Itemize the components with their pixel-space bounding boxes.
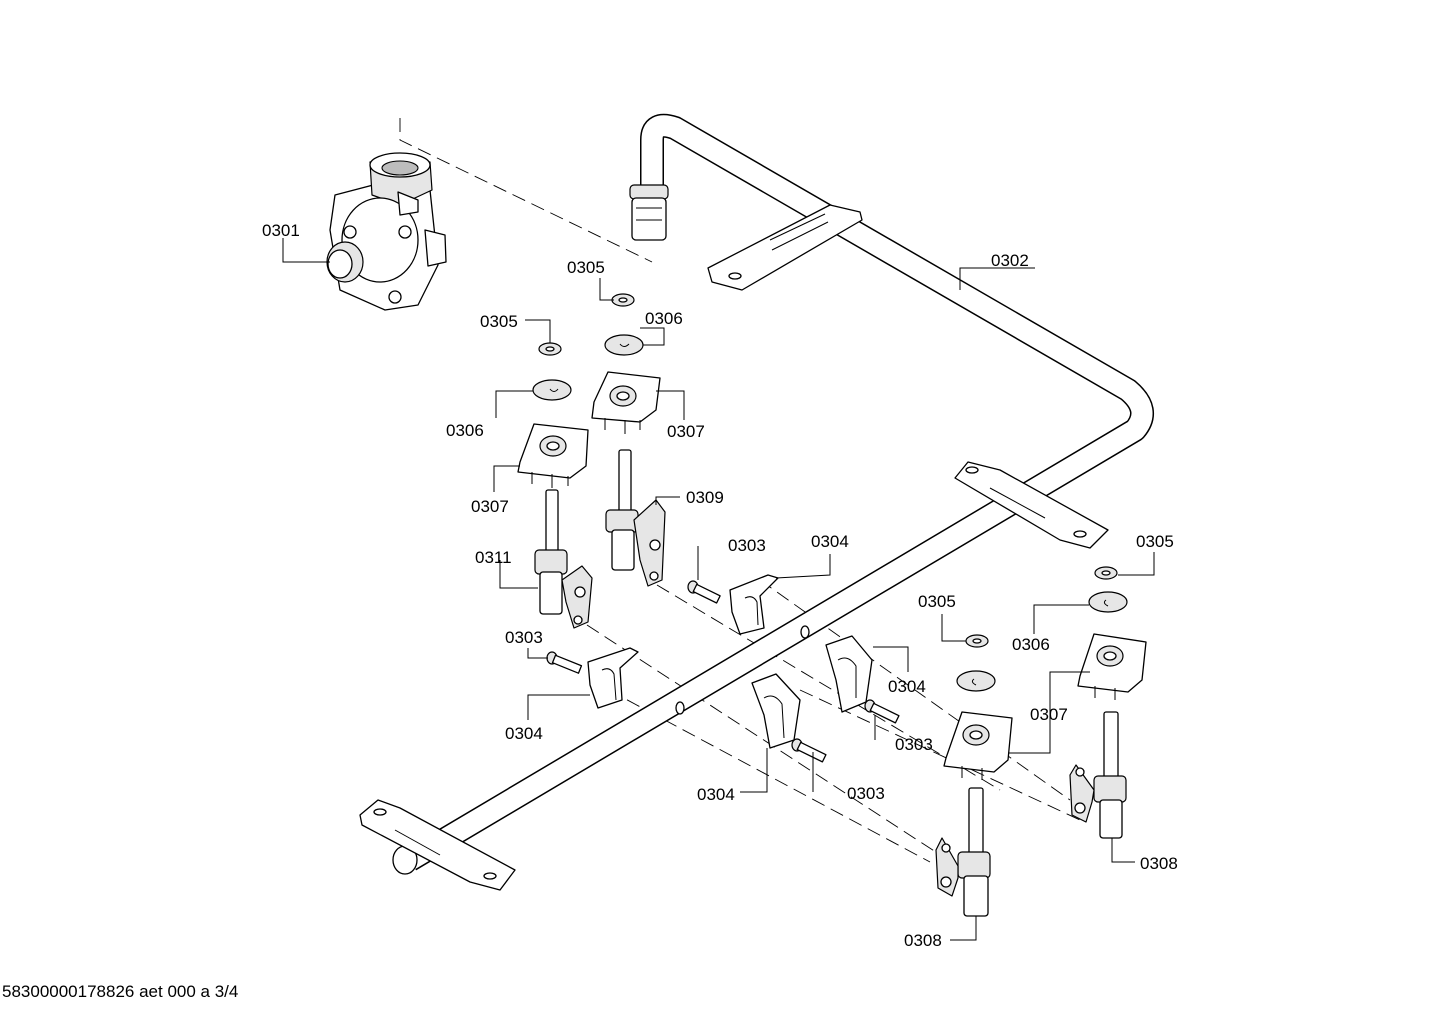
label-0307-c: 0307 [1030, 705, 1068, 724]
label-0304-a: 0304 [811, 532, 849, 551]
clamp-plate-c [1077, 633, 1147, 700]
screw-0303-d [791, 738, 827, 763]
seal-0306-a [604, 334, 644, 356]
gas-tap-0311 [534, 489, 593, 629]
screw-0303-c [864, 699, 900, 724]
pipe-bracket-right [954, 461, 1109, 549]
clamp-plate-a [591, 371, 661, 434]
label-0303-c: 0303 [895, 735, 933, 754]
label-0311: 0311 [475, 548, 512, 567]
clip-0304-c [825, 635, 873, 713]
label-0303-a: 0303 [728, 536, 766, 555]
gas-tap-0308-bottom [935, 787, 991, 917]
label-0303-d: 0303 [847, 784, 885, 803]
label-0307-a: 0307 [667, 422, 705, 441]
label-0306-c: 0306 [1012, 635, 1050, 654]
label-0304-b: 0304 [505, 724, 543, 743]
label-0305-c: 0305 [1136, 532, 1174, 551]
document-code: 58300000178826 aet 000 a 3/4 [2, 982, 238, 1001]
pipe-bracket-top [707, 204, 863, 291]
label-0305-a: 0305 [567, 258, 605, 277]
seal-0306-d [956, 670, 996, 692]
leader-lines [282, 238, 1155, 941]
washer-0305-c [1094, 566, 1118, 580]
screw-0303-b [546, 651, 583, 674]
gas-pipe [392, 113, 1154, 875]
label-0307-b: 0307 [471, 497, 509, 516]
washer-0305-d [965, 634, 989, 648]
washer-0305-a [611, 293, 635, 307]
pressure-regulator [326, 152, 447, 311]
label-0309: 0309 [686, 488, 724, 507]
label-0303-b: 0303 [505, 628, 543, 647]
label-0302: 0302 [991, 251, 1029, 270]
label-0308-b: 0308 [904, 931, 942, 950]
label-0301: 0301 [262, 221, 300, 240]
label-0308-a: 0308 [1140, 854, 1178, 873]
label-0305-d: 0305 [918, 592, 956, 611]
clamp-plate-b [517, 423, 589, 488]
label-0304-d: 0304 [697, 785, 735, 804]
clamp-plate-d [943, 711, 1013, 780]
clip-0304-b [587, 647, 639, 709]
clip-0304-a [729, 574, 779, 635]
seal-0306-b [532, 379, 572, 401]
washer-0305-b [538, 342, 562, 356]
part-labels: 0301 0302 0305 0305 0306 0306 0307 0307 … [262, 221, 1178, 950]
gas-tap-0309 [605, 449, 666, 587]
gas-tap-0308-right [1069, 711, 1127, 839]
seal-0306-c [1088, 591, 1128, 613]
screw-0303-a [687, 580, 721, 604]
pipe-bracket-left [359, 799, 516, 891]
label-0306-a: 0306 [645, 309, 683, 328]
label-0304-c: 0304 [888, 677, 926, 696]
label-0305-b: 0305 [480, 312, 518, 331]
label-0306-b: 0306 [446, 421, 484, 440]
clip-0304-d [751, 673, 801, 749]
